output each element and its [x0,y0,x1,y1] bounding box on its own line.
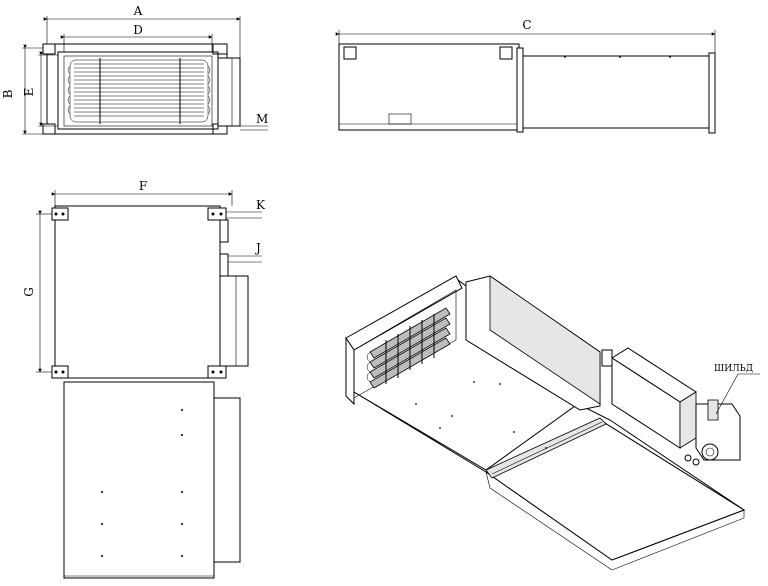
label-nameplate: ШИЛЬД [714,364,753,374]
label-E: E [22,88,36,97]
label-G: G [22,287,36,297]
label-F: F [139,179,147,193]
label-B: B [1,89,15,98]
side-view: C [335,18,716,134]
isometric-view: ШИЛЬД [345,275,760,571]
label-M: M [256,112,268,126]
label-C: C [522,18,531,32]
label-A: A [133,4,143,18]
plan-view: F G K J [22,179,266,579]
iso-heater-coil [366,307,451,389]
label-D: D [133,23,143,37]
label-K: K [256,198,266,212]
label-J: J [254,241,261,255]
heater-coil [67,58,211,124]
front-view: A D B E M [1,4,268,135]
